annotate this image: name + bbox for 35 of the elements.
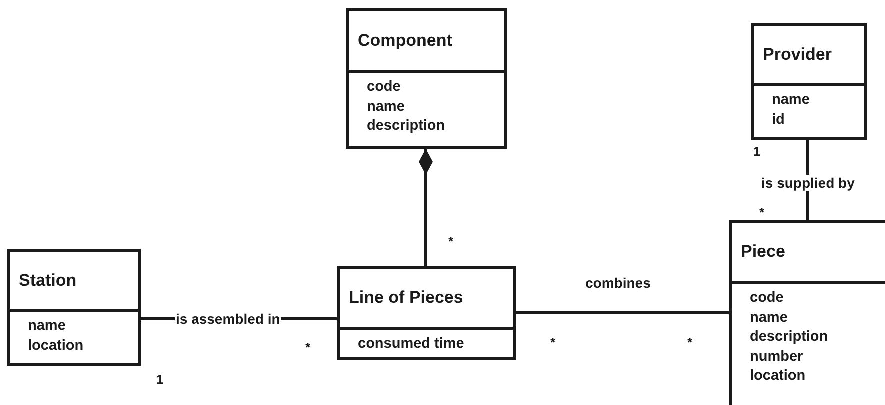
attribute-name: location [750,367,806,386]
class-name: Station [19,270,77,290]
class-name: Component [358,30,452,50]
multiplicity-label: 1 [754,145,761,159]
multiplicity-label: * [550,336,556,350]
attribute-name: name [772,91,810,110]
association-line [516,312,729,314]
edge-label: combines [584,275,652,291]
multiplicity-label: * [760,206,765,220]
attribute-name: number [750,348,804,366]
attribute-name: description [750,328,828,347]
attribute-name: name [750,308,788,328]
attribute-name: code [367,78,401,97]
edge-label: is assembled in [175,311,282,327]
class-box [751,23,867,140]
class-box [346,8,507,149]
class-box [337,266,516,360]
multiplicity-label: * [306,341,311,355]
attribute-name: name [367,98,405,116]
class-name: Provider [763,44,832,64]
attribute-name: id [772,110,785,130]
class-box [7,249,141,366]
class-box [729,220,885,405]
attribute-name: name [28,317,66,336]
edge-label: is supplied by [760,175,856,191]
multiplicity-label: * [688,336,693,350]
class-name: Line of Pieces [349,288,464,308]
attribute-name: consumed time [358,335,464,354]
attribute-name: location [28,336,84,356]
class-name: Piece [741,242,786,262]
attribute-name: code [750,289,784,308]
multiplicity-label: 1 [156,373,164,387]
multiplicity-label: * [448,235,454,249]
composition-line [419,149,433,266]
attribute-name: description [367,117,446,136]
